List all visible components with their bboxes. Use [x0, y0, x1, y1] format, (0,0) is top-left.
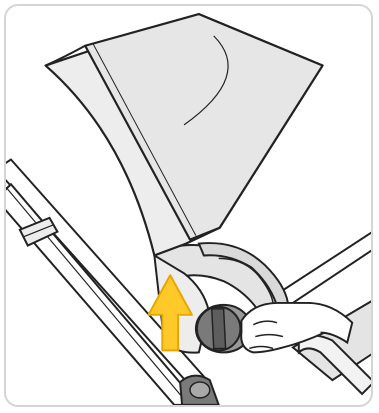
stroller-illustration	[6, 13, 371, 405]
arrow-up-icon	[147, 274, 193, 352]
hand-icon	[240, 301, 354, 354]
lower-hub	[179, 374, 220, 405]
canopy	[44, 13, 324, 257]
illustration-frame	[4, 4, 373, 407]
left-frame-tube	[6, 158, 211, 405]
release-knob-icon	[194, 303, 253, 354]
